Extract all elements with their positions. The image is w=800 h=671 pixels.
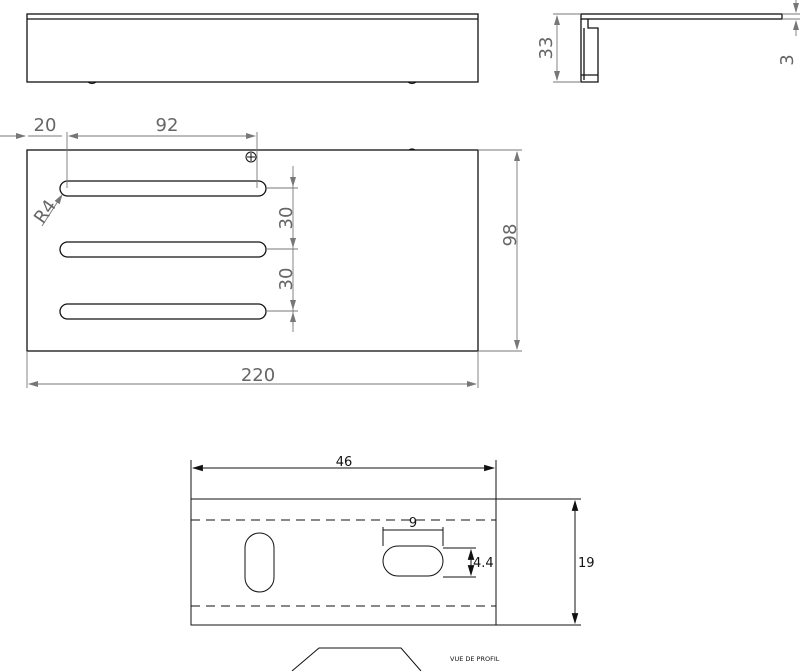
- dim-30-label-2: 30: [276, 268, 297, 291]
- bracket-horizontal-slot: [382, 545, 444, 577]
- profile-view: VUE DE PROFIL: [291, 647, 500, 671]
- dim-33-label: 33: [536, 37, 557, 60]
- dim-4-4-label: 4.4: [473, 556, 494, 571]
- dim-20-label: 20: [34, 115, 57, 136]
- profile-view-outline: [291, 647, 422, 671]
- dim-r4-label: R4: [30, 196, 61, 228]
- top-view: 20 92 R4 30 30 98 220: [0, 115, 522, 388]
- front-view-foot-left: [87, 81, 97, 85]
- dim-3-label: 3: [777, 54, 798, 65]
- front-view-outline: [26, 13, 479, 83]
- front-view-foot-right: [407, 81, 417, 85]
- dim-46-label: 46: [336, 455, 353, 470]
- bracket-outline: [190, 498, 497, 626]
- bracket-detail: 46 9 4.4 19: [190, 455, 595, 626]
- drain-slot-2: [59, 241, 267, 258]
- dim-98-label: 98: [500, 224, 521, 247]
- drain-slot-1: [59, 180, 267, 197]
- side-view: 33 3: [536, 0, 800, 83]
- top-view-tab: [408, 148, 416, 151]
- dim-92-label: 92: [156, 115, 179, 136]
- front-view: [26, 13, 479, 85]
- dim-30-label-1: 30: [276, 207, 297, 230]
- profile-view-label: VUE DE PROFIL: [450, 655, 500, 663]
- drain-slot-3: [59, 303, 267, 320]
- dim-9-label: 9: [409, 516, 417, 531]
- dim-r4-leader: [41, 194, 63, 227]
- dim-19-label: 19: [578, 556, 595, 571]
- top-view-outline: [26, 149, 479, 352]
- dim-220-label: 220: [241, 365, 275, 386]
- side-view-bracket: [580, 19, 599, 83]
- bracket-vertical-slot: [244, 532, 275, 593]
- side-view-shelf-plate: [580, 13, 783, 20]
- screw-icon: [245, 151, 257, 163]
